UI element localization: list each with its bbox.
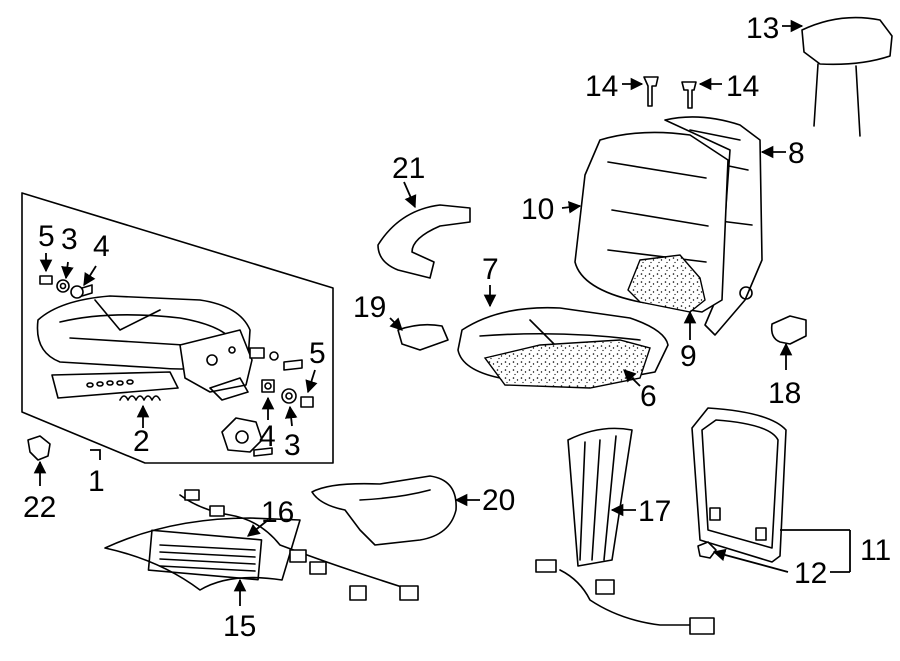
callout-14b: 14 [726, 70, 759, 103]
lumbar-support [535, 427, 715, 635]
seat-cushion-foam [483, 339, 651, 389]
headrest [801, 16, 893, 137]
clip-4b [261, 379, 275, 393]
seatback-foam [627, 254, 706, 313]
bracket-18 [770, 315, 807, 345]
clip-22 [27, 435, 51, 461]
callout-20: 20 [482, 484, 515, 517]
bolt-14b [681, 81, 697, 109]
bolt-5a [39, 275, 53, 285]
seatback-frame [664, 116, 763, 336]
callout-10: 10 [521, 193, 554, 226]
callout-15: 15 [223, 610, 256, 643]
callout-labels: 5 3 4 5 4 3 2 1 22 21 19 7 6 9 10 8 13 1… [23, 12, 891, 643]
side-shield [311, 475, 457, 546]
side-trim-21 [377, 204, 471, 279]
rail-slots [86, 379, 134, 388]
callout-14a: 14 [585, 70, 618, 103]
callout-13: 13 [746, 12, 779, 45]
callout-18: 18 [768, 377, 801, 410]
callout-1: 1 [88, 465, 105, 498]
callout-5a: 5 [38, 220, 55, 253]
callout-19: 19 [353, 291, 386, 324]
callout-2: 2 [133, 425, 150, 458]
seat-track-frame-assembly [21, 192, 334, 464]
bushing [249, 347, 303, 371]
nut-3b [281, 388, 297, 404]
bolt-14a [643, 76, 659, 107]
side-bracket [179, 329, 253, 393]
callout-16: 16 [261, 496, 294, 529]
callout-17: 17 [638, 495, 671, 528]
callout-4a: 4 [93, 230, 110, 263]
leader-lines [33, 19, 851, 606]
frame-box-outline [21, 192, 334, 464]
callout-5b: 5 [309, 337, 326, 370]
seat-rail [51, 371, 179, 399]
callout-3b: 3 [284, 429, 301, 462]
callout-7: 7 [482, 253, 499, 286]
recliner-mechanism [221, 417, 273, 457]
callout-12: 12 [794, 557, 827, 590]
callout-3a: 3 [61, 223, 78, 256]
callout-6: 6 [640, 380, 657, 413]
trim-cover-19 [397, 323, 449, 351]
bolt-5b [300, 396, 314, 408]
callout-4b: 4 [259, 420, 276, 453]
callout-22: 22 [23, 491, 56, 524]
clip-4a [70, 284, 93, 299]
callout-11: 11 [860, 534, 891, 567]
callout-9: 9 [680, 340, 697, 373]
back-panel [691, 407, 787, 563]
callout-8: 8 [788, 137, 805, 170]
callout-21: 21 [392, 152, 425, 185]
nut-3a [56, 279, 70, 293]
spring [119, 395, 161, 401]
